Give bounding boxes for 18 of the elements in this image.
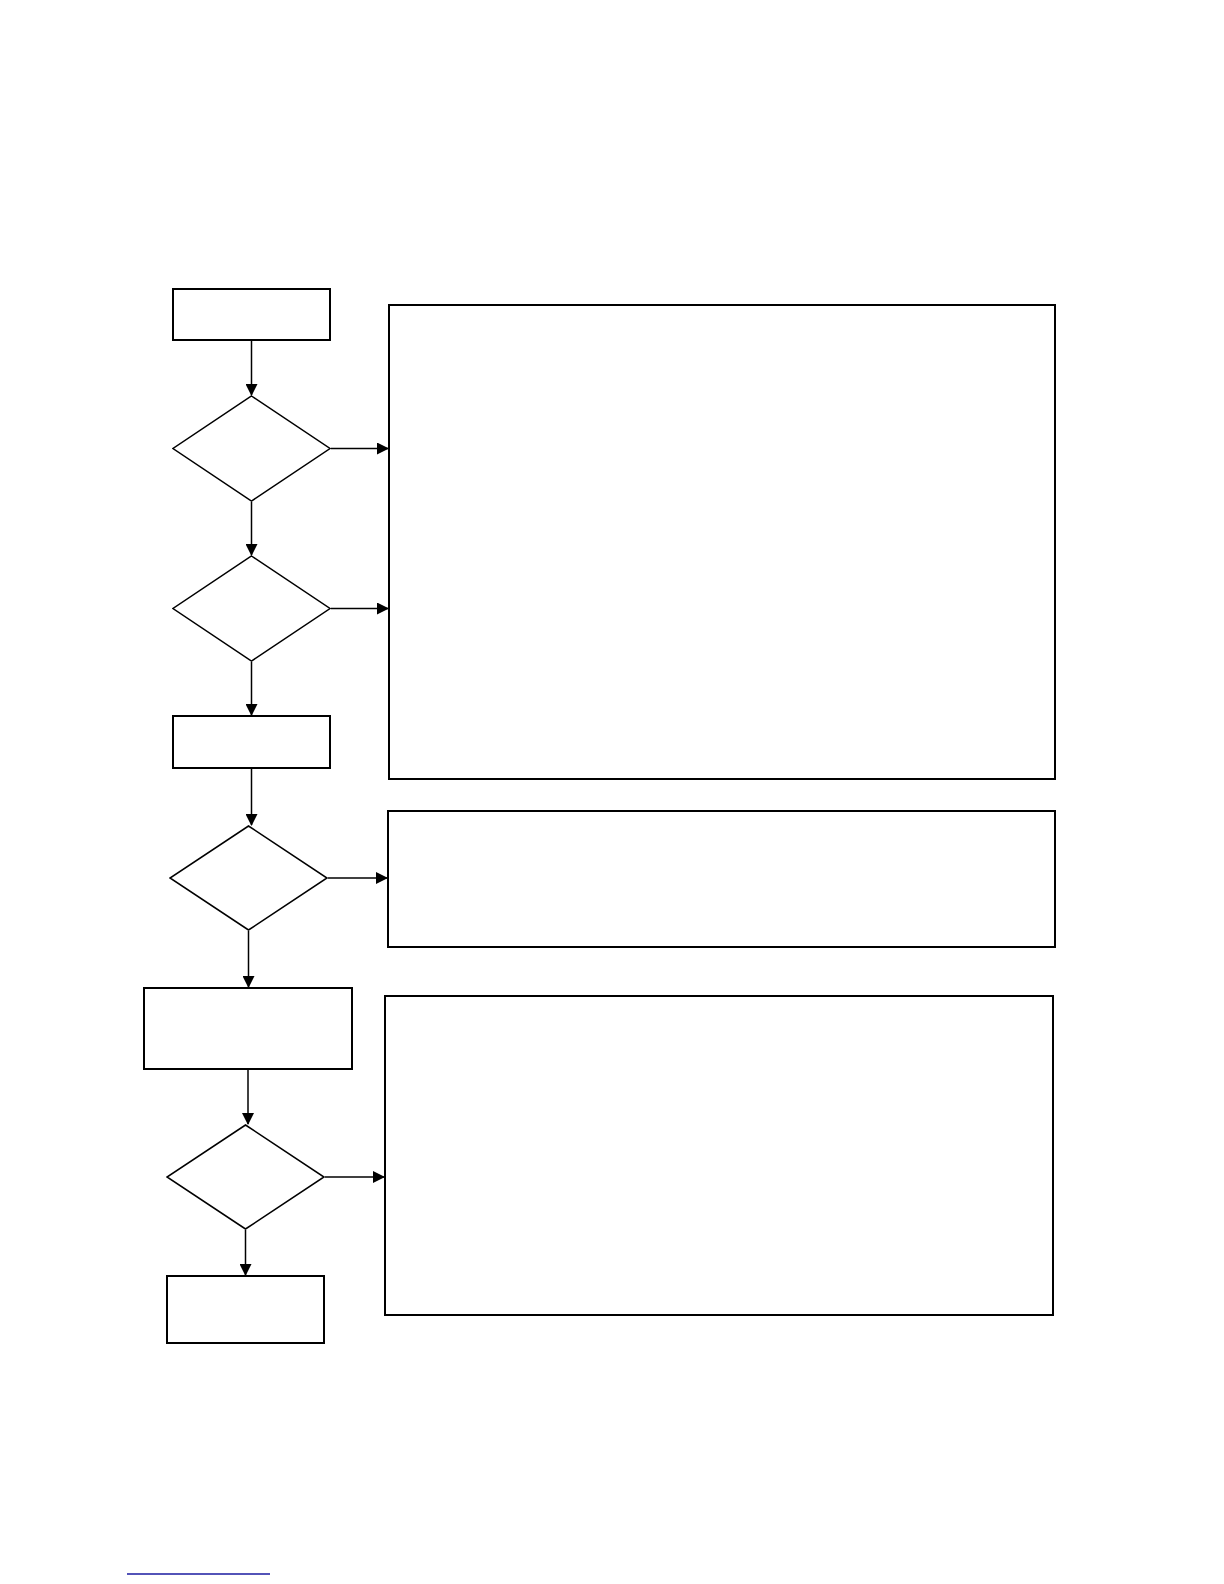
arrow xyxy=(330,602,389,615)
process-box xyxy=(388,304,1056,780)
process-box xyxy=(387,810,1056,948)
process-box xyxy=(172,715,331,769)
arrow xyxy=(330,442,389,455)
arrow xyxy=(245,501,258,556)
arrow xyxy=(242,1069,254,1125)
arrow xyxy=(245,340,258,396)
process-box xyxy=(384,995,1054,1316)
arrow xyxy=(242,930,255,988)
arrow xyxy=(245,661,258,716)
process-box xyxy=(172,288,331,341)
arrow xyxy=(324,1171,385,1183)
arrow xyxy=(327,872,388,884)
arrow xyxy=(239,1229,252,1276)
arrow xyxy=(245,768,258,826)
process-box xyxy=(166,1275,325,1344)
process-box xyxy=(143,987,353,1070)
